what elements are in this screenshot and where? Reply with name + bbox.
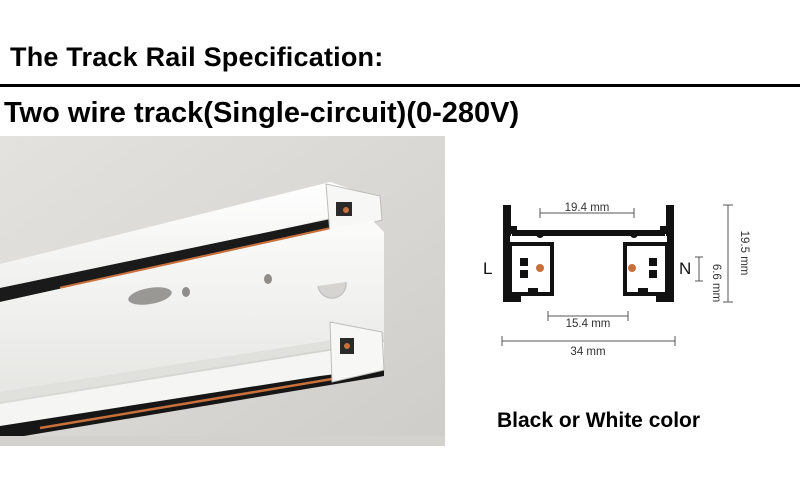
track-profile-diagram: 19.4 mm L N 6.6 mm <box>483 202 750 358</box>
page-heading: The Track Rail Specification: <box>10 42 384 72</box>
track-rail-photo <box>0 136 445 446</box>
dimension-total-height: 19.5 mm <box>723 204 750 303</box>
dim-height-label: 19.5 mm <box>738 231 750 276</box>
dimension-total-width: 34 mm <box>501 336 676 358</box>
dim-top-width-label: 19.4 mm <box>565 202 610 214</box>
neutral-label: N <box>679 259 691 278</box>
dimension-top-width: 19.4 mm <box>539 202 635 218</box>
track-type-title: Two wire track(Single-circuit)(0-280V) <box>4 97 520 129</box>
live-label: L <box>483 259 492 278</box>
dimension-inner-width: 15.4 mm <box>547 311 629 330</box>
track-cross-section <box>503 205 674 302</box>
right-conductor <box>628 264 636 272</box>
dim-inner-width-label: 15.4 mm <box>566 318 611 330</box>
color-options-caption: Black or White color <box>497 409 701 432</box>
dimension-slot-height: 6.6 mm <box>695 256 722 302</box>
left-conductor <box>536 264 544 272</box>
dim-total-width-label: 34 mm <box>570 346 605 358</box>
dim-slot-height-label: 6.6 mm <box>710 264 722 302</box>
heading-divider <box>0 84 800 87</box>
